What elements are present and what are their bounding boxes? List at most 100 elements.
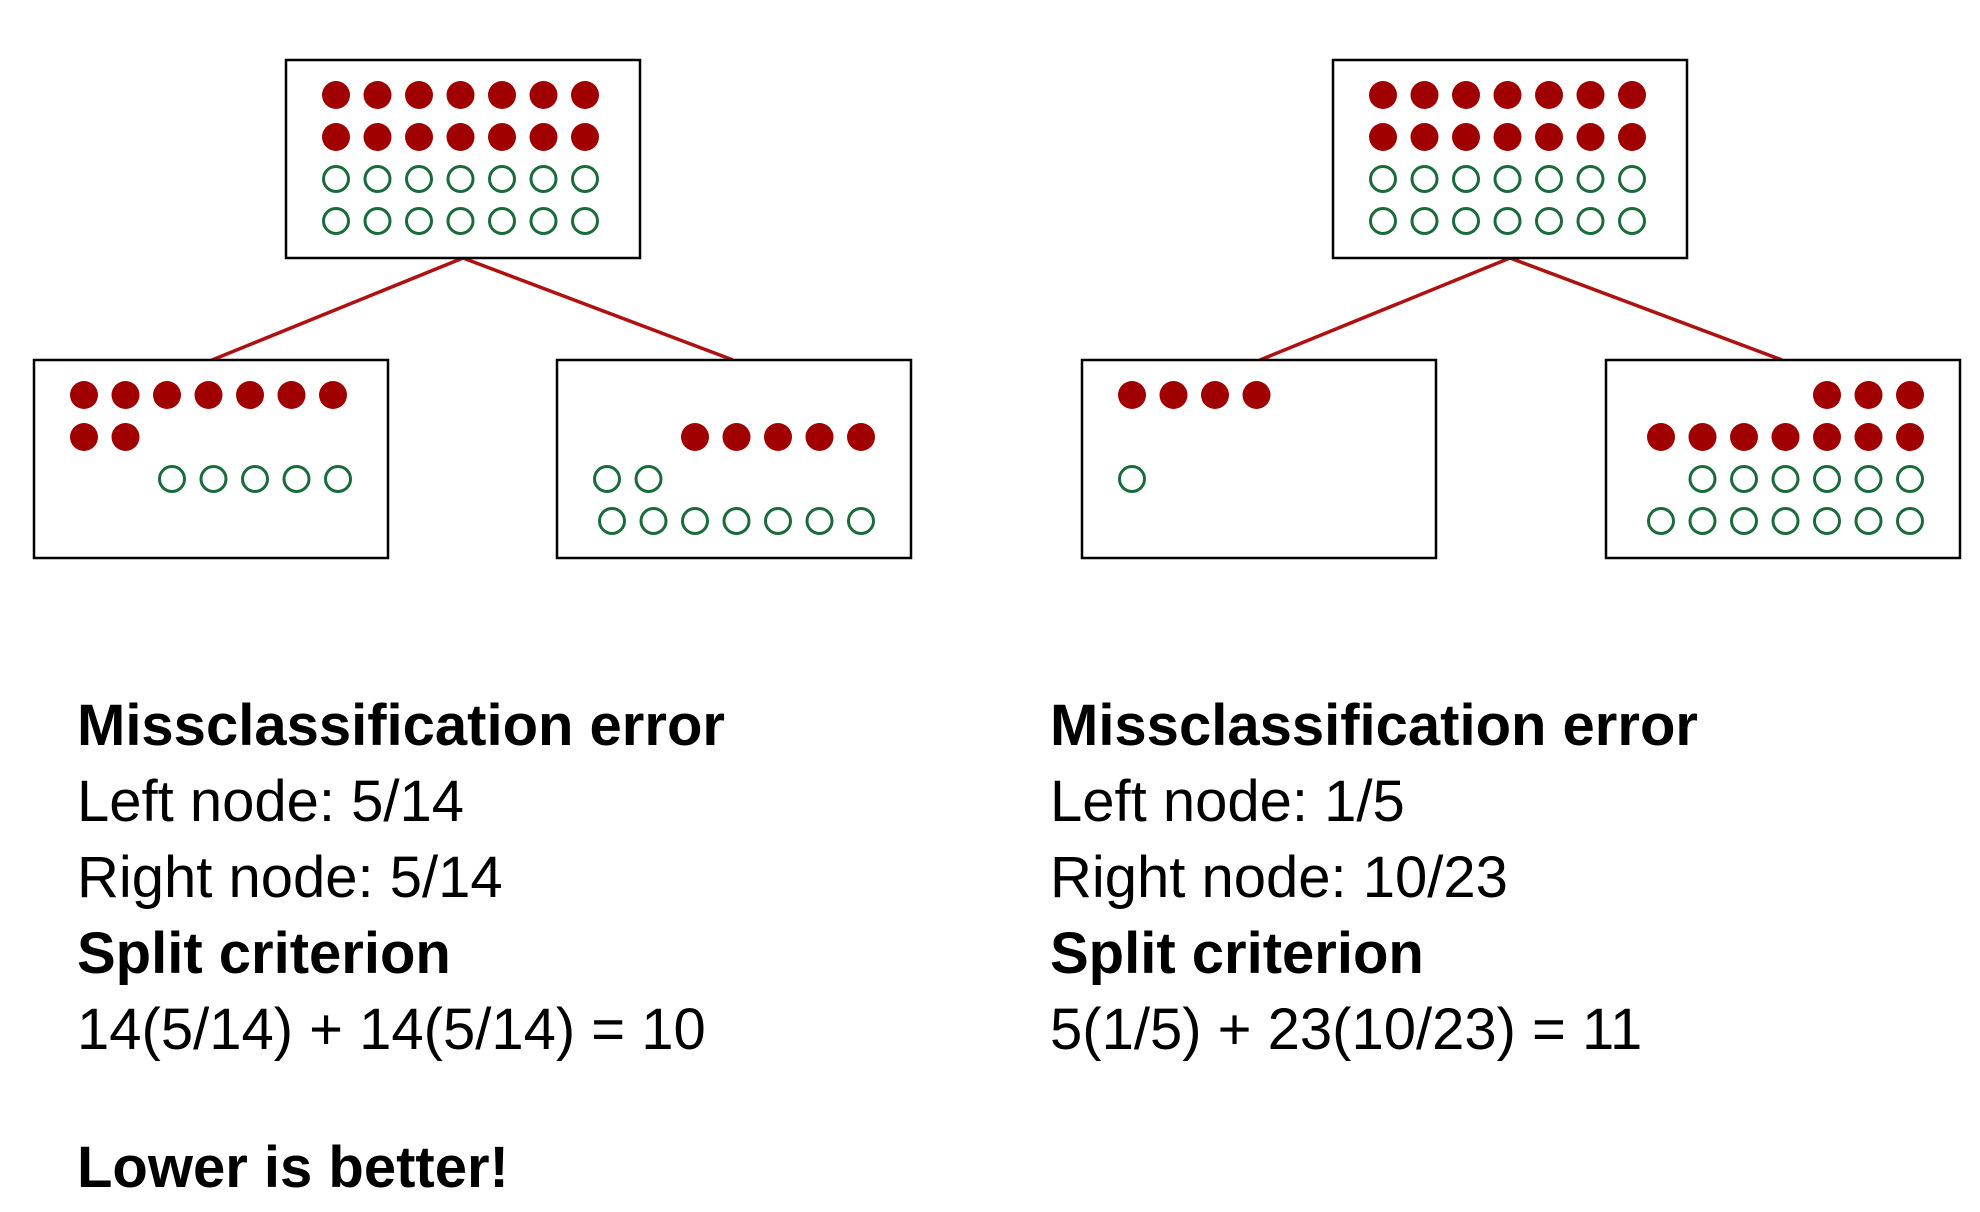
tree2-right-child-class-a-dot xyxy=(1730,423,1758,451)
tree2-left-child-class-a-dot xyxy=(1242,381,1271,409)
tree1-right-child-class-b-dot xyxy=(598,507,626,535)
tree2-right-child-class-b-dot xyxy=(1813,465,1841,493)
tree1-root-class-a-dot xyxy=(446,81,475,109)
tree2-right-child-class-b-dot xyxy=(1813,507,1841,535)
tree2-root-class-b-dot xyxy=(1618,207,1646,235)
tree2-left-child-class-a-dot xyxy=(1159,381,1188,409)
tree2-right-child-class-a-dot xyxy=(1813,381,1841,409)
tree1-right-child-class-a-dot xyxy=(722,423,751,451)
tree1-root-class-b-dot xyxy=(405,207,433,235)
tree2-root-class-b-dot xyxy=(1535,207,1563,235)
tree2-right-child-class-a-dot xyxy=(1647,423,1675,451)
tree1-root-class-b-dot xyxy=(405,165,433,193)
tree2-root-class-a-dot xyxy=(1452,123,1480,151)
tree1-root-class-a-dot xyxy=(529,81,558,109)
criterion-heading: Split criterion xyxy=(77,921,451,986)
tree1-right-child-class-a-dot xyxy=(805,423,834,451)
tree1-right-child-class-b-dot xyxy=(805,507,834,535)
tree1-left-child-class-a-dot xyxy=(70,381,98,409)
tree2-right-child-class-a-dot xyxy=(1771,423,1800,451)
left-split-summary: Missclassification error Left node: 5/14… xyxy=(77,688,725,1068)
tree2-root-class-a-dot xyxy=(1493,81,1522,109)
tree2-root-class-b-dot xyxy=(1452,207,1480,235)
tree1-root-class-a-dot xyxy=(488,81,516,109)
tree1-right-child-class-a-dot xyxy=(847,423,875,451)
tree1-root-class-a-dot xyxy=(446,123,475,151)
tree2-left-child-class-b-dot xyxy=(1118,465,1146,493)
tree2-root-class-b-dot xyxy=(1535,165,1563,193)
tree2-right-child-class-b-dot xyxy=(1771,465,1800,493)
tree2-right-child-class-b-dot xyxy=(1730,465,1758,493)
tree2-root-class-a-dot xyxy=(1535,123,1563,151)
tree2-right-child-class-b-dot xyxy=(1647,507,1675,535)
conclusion-text: Lower is better! xyxy=(77,1135,509,1200)
tree2-root-class-b-dot xyxy=(1410,207,1439,235)
tree2-left-child-class-a-dot xyxy=(1118,381,1146,409)
tree1-right-child-class-b-dot xyxy=(681,507,709,535)
tree2-right-child-class-b-dot xyxy=(1730,507,1758,535)
tree2-right-child-class-a-dot xyxy=(1688,423,1717,451)
tree1-root-class-a-dot xyxy=(488,123,516,151)
tree1-root-class-b-dot xyxy=(322,165,350,193)
tree1-left-child-class-b-dot xyxy=(282,465,311,493)
tree2-root-class-a-dot xyxy=(1369,81,1397,109)
tree2-right-child-class-b-dot xyxy=(1896,465,1924,493)
tree2-root-class-b-dot xyxy=(1493,207,1522,235)
tree1-root-class-a-dot xyxy=(322,81,350,109)
tree2-right-child-class-b-dot xyxy=(1854,507,1883,535)
tree2-root-class-b-dot xyxy=(1452,165,1480,193)
tree2-root-class-a-dot xyxy=(1576,123,1605,151)
tree1-right-child-class-b-dot xyxy=(847,507,875,535)
tree2-right-child-class-a-dot xyxy=(1813,423,1841,451)
tree1-left-child-class-b-dot xyxy=(241,465,269,493)
criterion-heading: Split criterion xyxy=(1050,921,1424,986)
tree1-root-class-a-dot xyxy=(405,81,433,109)
tree1-left-child-class-b-dot xyxy=(158,465,186,493)
tree2-root-class-b-dot xyxy=(1369,165,1397,193)
split-diagram xyxy=(32,58,1962,560)
tree1-root-class-b-dot xyxy=(488,207,516,235)
tree1-left-child-class-a-dot xyxy=(319,381,347,409)
tree2-right-child-class-a-dot xyxy=(1854,423,1883,451)
tree2-right-child-class-b-dot xyxy=(1688,507,1717,535)
tree1-root-class-a-dot xyxy=(322,123,350,151)
tree2-root-class-b-dot xyxy=(1493,165,1522,193)
criterion-formula: 14(5/14) + 14(5/14) = 10 xyxy=(77,997,706,1062)
tree1-root-class-b-dot xyxy=(446,207,475,235)
tree1-left-child-class-b-dot xyxy=(199,465,228,493)
tree1-right-child-class-b-dot xyxy=(722,507,751,535)
tree2-root-class-b-dot xyxy=(1576,165,1605,193)
left-heading: Missclassification error xyxy=(77,693,725,758)
tree2-root-class-a-dot xyxy=(1618,123,1646,151)
tree2-root-class-b-dot xyxy=(1576,207,1605,235)
left-node-error: Left node: 5/14 xyxy=(77,769,464,834)
tree1-root-class-b-dot xyxy=(529,207,558,235)
tree1-left-child-class-a-dot xyxy=(153,381,181,409)
tree1-right-child-class-b-dot xyxy=(593,465,621,493)
tree1-root-class-a-dot xyxy=(405,123,433,151)
left-heading: Missclassification error xyxy=(1050,693,1698,758)
tree1-right-edge xyxy=(462,256,734,362)
tree1-root-class-b-dot xyxy=(322,207,350,235)
tree1-root-class-b-dot xyxy=(571,207,599,235)
tree2-root-class-a-dot xyxy=(1410,123,1439,151)
tree2-root-class-a-dot xyxy=(1535,81,1563,109)
tree2-right-child-class-b-dot xyxy=(1688,465,1717,493)
tree1-left-child-class-b-dot xyxy=(324,465,352,493)
tree2-root-class-b-dot xyxy=(1618,165,1646,193)
tree1-root-class-a-dot xyxy=(571,81,599,109)
right-split-summary: Missclassification error Left node: 1/5 … xyxy=(1050,688,1698,1068)
tree2-root-class-a-dot xyxy=(1618,81,1646,109)
tree2-right-edge xyxy=(1509,256,1783,362)
tree1-right-child-box xyxy=(555,358,913,560)
tree1-root-class-b-dot xyxy=(571,165,599,193)
tree2-right-child-class-b-dot xyxy=(1771,507,1800,535)
tree1-root-class-b-dot xyxy=(446,165,475,193)
tree2-right-child-class-b-dot xyxy=(1896,507,1924,535)
tree2-root-class-a-dot xyxy=(1410,81,1439,109)
tree1-left-child-class-a-dot xyxy=(70,423,98,451)
tree2-left-edge xyxy=(1259,256,1511,362)
tree2-right-child-class-a-dot xyxy=(1896,381,1924,409)
tree1-root-class-b-dot xyxy=(529,165,558,193)
tree2-right-child-class-b-dot xyxy=(1854,465,1883,493)
